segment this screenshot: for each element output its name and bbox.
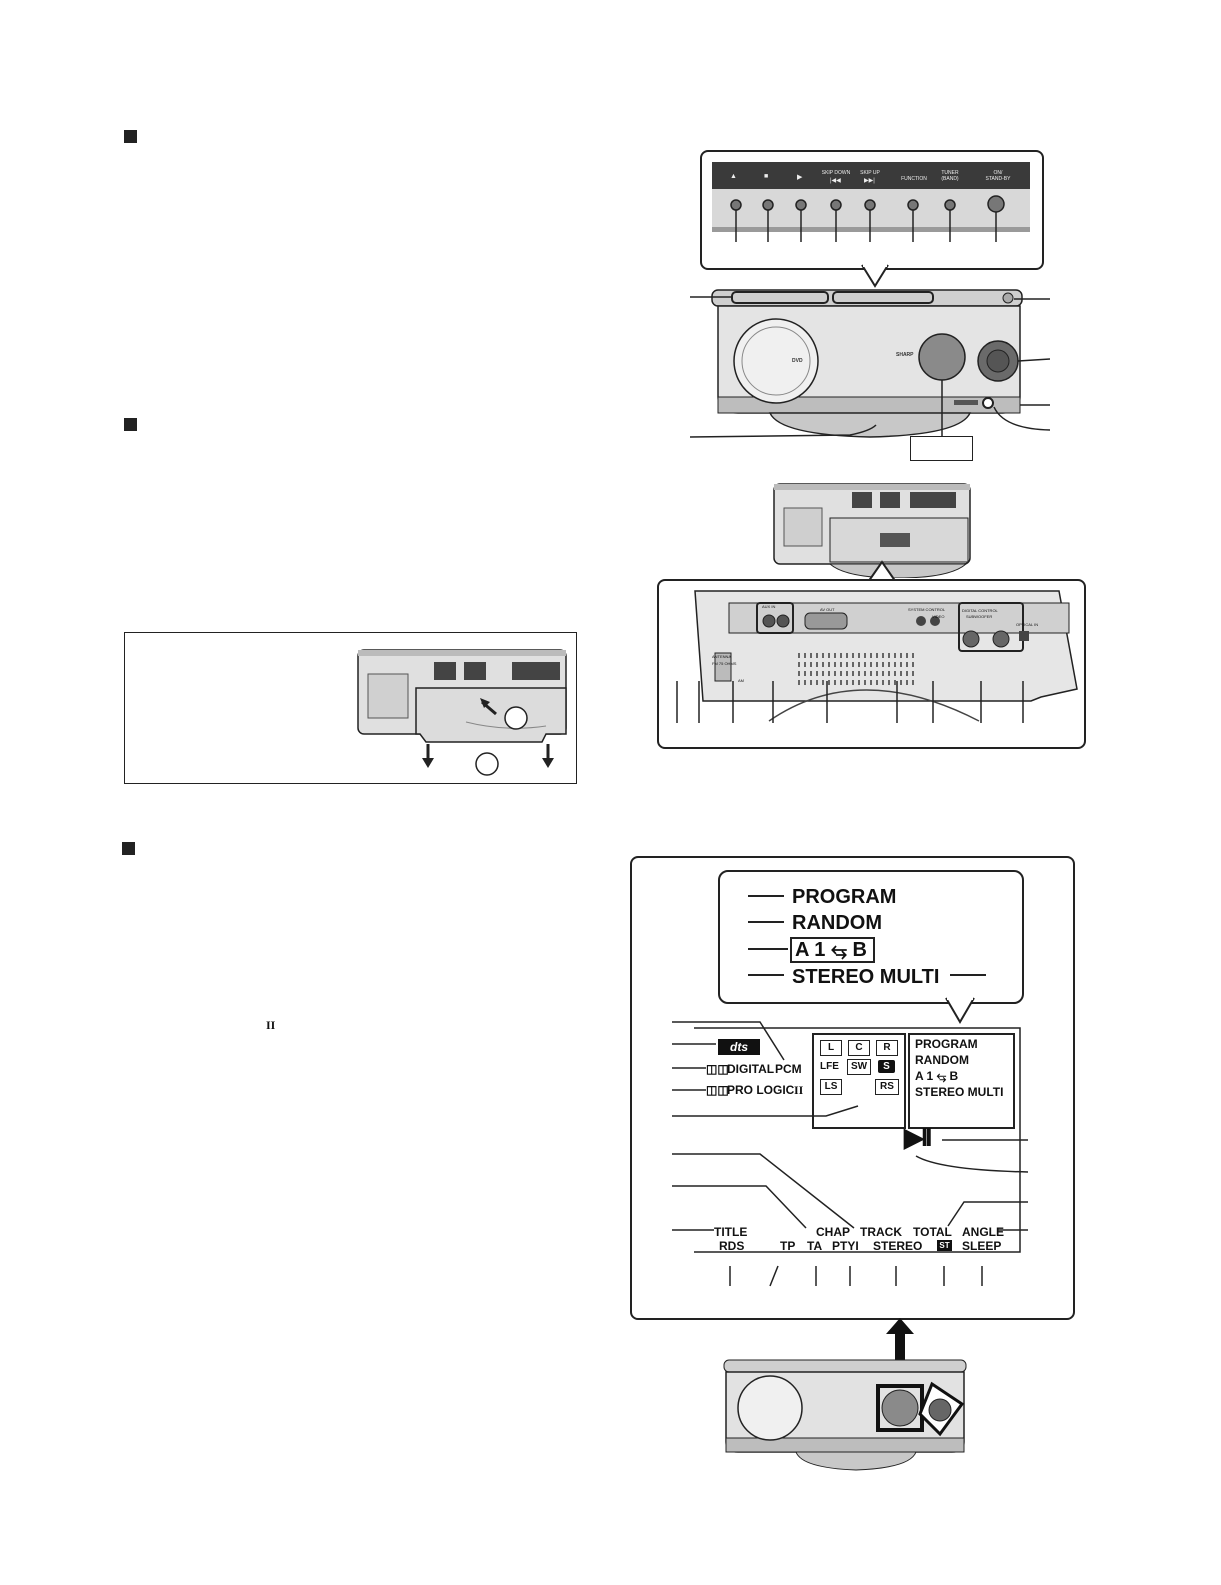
front-button-knob — [907, 199, 919, 211]
display-leader-line — [672, 1153, 855, 1229]
function-label: FUNCTION — [901, 176, 927, 182]
pro-logic-ii-mark: II — [266, 1018, 276, 1032]
rear-panel-svg — [676, 590, 1078, 723]
rds-label: RDS — [719, 1239, 745, 1253]
skip-down-icon: |◀◀ — [830, 178, 841, 184]
display-leader-line — [915, 1155, 1029, 1173]
tp-label: TP — [780, 1239, 796, 1253]
front-button-knob — [830, 199, 842, 211]
ch-c: C — [848, 1040, 870, 1056]
display-leader-line — [769, 1265, 779, 1287]
skip-up-icon: ▶▶| — [864, 178, 875, 184]
chap-label: CHAP — [816, 1225, 851, 1239]
on-standby-label: ON/ STAND-BY — [985, 170, 1011, 182]
st-badge: ST — [937, 1240, 952, 1251]
ch-r: R — [876, 1040, 898, 1056]
front-button-knob — [864, 199, 876, 211]
section-bullet-2 — [124, 418, 137, 431]
skip-down-label: SKIP DOWN — [821, 170, 851, 176]
front-unit-bottom — [723, 1359, 967, 1471]
ch-l: L — [820, 1040, 842, 1056]
callout-random: RANDOM — [792, 912, 882, 934]
rear-label-antenna: ANTENNA — [712, 654, 732, 659]
rear-label-digital: DIGITAL CONTROL — [962, 608, 998, 613]
skip-up-label: SKIP UP — [860, 170, 880, 176]
front-button-knob — [762, 199, 774, 211]
sleep-label: SLEEP — [962, 1239, 1002, 1253]
front-callout-pointer — [861, 264, 889, 288]
pcm-label: PCM — [775, 1062, 802, 1076]
pro-logic-suffix: II — [794, 1083, 804, 1097]
display-outline-svg — [672, 1021, 1029, 1287]
display-leader-line — [672, 1185, 807, 1229]
stop-icon: ■ — [764, 173, 769, 180]
rear-label-fm: FM 75 OHMS — [712, 661, 737, 666]
box-program: PROGRAM — [915, 1037, 978, 1051]
ch-ls: LS — [820, 1079, 842, 1095]
display-leader-line — [947, 1201, 1028, 1227]
box-stereo-multi: STEREO MULTI — [915, 1085, 1004, 1099]
brand-logo: SHARP — [896, 352, 914, 358]
callout-stereo-multi: STEREO MULTI — [792, 966, 940, 988]
button-strip — [712, 162, 1030, 189]
rear-label-optical: OPTICAL IN — [1016, 622, 1039, 627]
display-leader-line — [672, 1021, 785, 1061]
front-button-knob — [730, 199, 742, 211]
button-strip-shadow — [712, 227, 1030, 232]
ta-label: TA — [807, 1239, 823, 1253]
eject-icon: ▲ — [730, 173, 737, 180]
dts-logo: dts — [718, 1039, 760, 1055]
rear-label-avout: AV OUT — [820, 607, 835, 612]
front-button-knob — [795, 199, 807, 211]
digital-label: DIGITAL — [727, 1062, 775, 1076]
front-unit-illustration — [690, 289, 1050, 438]
dts-text: dts — [730, 1040, 748, 1054]
display-zoom-callout: PROGRAM RANDOM A 1 ⥃ B STEREO MULTI — [718, 870, 1024, 1004]
front-button-knob — [987, 195, 1005, 213]
tuner-band-label: TUNER (BAND) — [941, 170, 959, 182]
front-panel-buttons-svg — [730, 195, 1005, 242]
dvd-logo: DVD — [792, 358, 803, 364]
play-icon: ▶ — [797, 174, 803, 181]
front-panel-callout: ▲ ■ ▶ SKIP DOWN |◀◀ SKIP UP ▶▶| FUNCTION… — [700, 150, 1044, 270]
callout-program: PROGRAM — [792, 886, 897, 908]
play-pause-icon: ▶II — [904, 1122, 933, 1152]
ch-rs: RS — [875, 1079, 899, 1095]
front-button-knob — [944, 199, 956, 211]
total-label: TOTAL — [913, 1225, 952, 1239]
stereo-label: STEREO — [873, 1239, 923, 1253]
pro-logic-label: PRO LOGIC — [727, 1083, 795, 1097]
box-random: RANDOM — [915, 1053, 969, 1067]
dolby-prologic-icon: ◫◫ — [706, 1083, 729, 1097]
rear-label-video: VIDEO — [932, 614, 945, 619]
cover-removal-illustration — [357, 649, 567, 776]
dolby-digital-icon: ◫◫ — [706, 1062, 729, 1076]
section-bullet-3 — [122, 842, 135, 855]
callout-ab: A 1 ⥃ B — [790, 937, 875, 963]
section-bullet-1 — [124, 130, 137, 143]
pty-label: PTYI — [832, 1239, 859, 1253]
rear-label-aux: AUX IN — [762, 604, 776, 609]
display-leader-line — [672, 1105, 859, 1117]
ch-sw: SW — [847, 1059, 871, 1075]
title-label: TITLE — [714, 1225, 748, 1239]
rear-label-am: AM — [738, 678, 744, 683]
display-callout-pointer — [945, 996, 975, 1024]
rear-unit-small — [773, 483, 971, 578]
rear-label-subwoofer: SUBWOOFER — [966, 614, 993, 619]
ch-lfe: LFE — [820, 1061, 839, 1072]
rear-label-system: SYSTEM CONTROL — [908, 607, 946, 612]
box-ab: A 1 ⥃ B — [915, 1069, 959, 1083]
callout-leaders — [748, 895, 986, 976]
ch-s: S — [878, 1060, 895, 1073]
display-label-box — [910, 436, 973, 461]
track-label: TRACK — [860, 1225, 902, 1239]
angle-label: ANGLE — [962, 1225, 1004, 1239]
